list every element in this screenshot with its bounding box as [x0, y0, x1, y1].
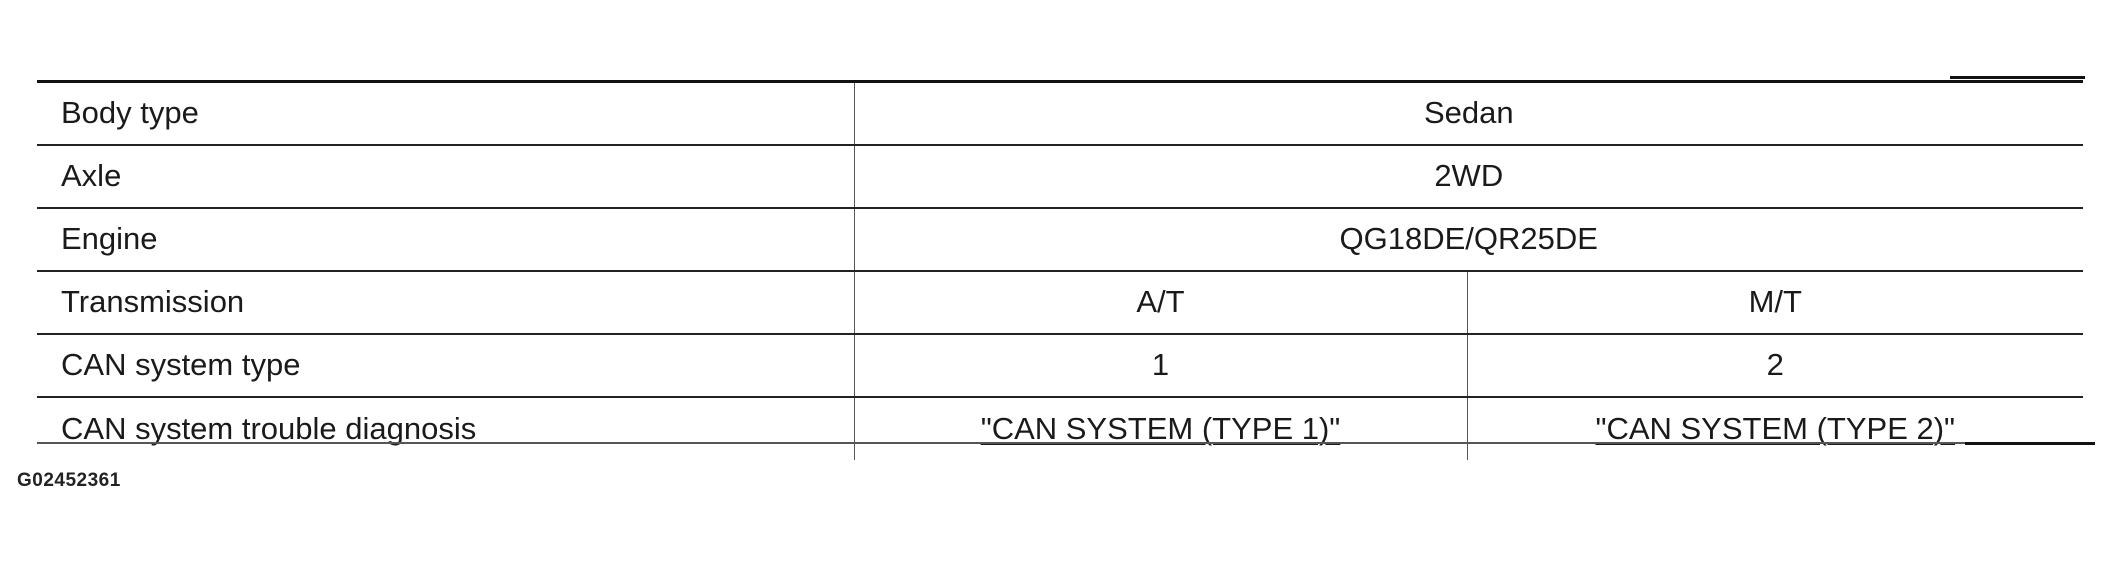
row-value: QG18DE/QR25DE — [853, 207, 2084, 272]
row-value-type-2: 2 — [1466, 333, 2084, 398]
can-system-type-2-link[interactable]: "CAN SYSTEM (TYPE 2)" — [1595, 410, 1956, 446]
table-row-engine: Engine QG18DE/QR25DE — [37, 207, 2084, 272]
figure-id: G02452361 — [17, 470, 121, 491]
row-value-mt: M/T — [1466, 270, 2084, 335]
table-row-can-system-type: CAN system type 1 2 — [37, 333, 2084, 398]
table-row-body-type: Body type Sedan — [37, 80, 2084, 146]
row-label: CAN system type — [37, 333, 854, 398]
row-value: Sedan — [853, 80, 2084, 146]
table-row-transmission: Transmission A/T M/T — [37, 270, 2084, 335]
row-value-type-1: 1 — [853, 333, 1467, 398]
can-system-type-2-link-cell: "CAN SYSTEM (TYPE 2)" — [1466, 396, 2084, 460]
table-row-axle: Axle 2WD — [37, 144, 2084, 209]
can-system-type-1-link[interactable]: "CAN SYSTEM (TYPE 1)" — [980, 410, 1341, 446]
row-label: Body type — [37, 80, 854, 146]
can-system-type-1-link-cell: "CAN SYSTEM (TYPE 1)" — [853, 396, 1467, 460]
row-label: Axle — [37, 144, 854, 209]
row-value-at: A/T — [853, 270, 1467, 335]
can-system-spec-table: Body type Sedan Axle 2WD Engine QG18DE/Q… — [37, 80, 2084, 460]
table-bottom-rule — [37, 442, 2083, 444]
row-label: CAN system trouble diagnosis — [61, 410, 477, 446]
row-label: Engine — [37, 207, 854, 272]
row-value: 2WD — [853, 144, 2084, 209]
table-row-can-trouble-diagnosis: CAN system trouble diagnosis "CAN SYSTEM… — [37, 396, 2084, 460]
table-bottom-rule-accent — [1965, 442, 2095, 445]
table-top-rule-accent — [1950, 76, 2085, 79]
row-label: Transmission — [37, 270, 854, 335]
